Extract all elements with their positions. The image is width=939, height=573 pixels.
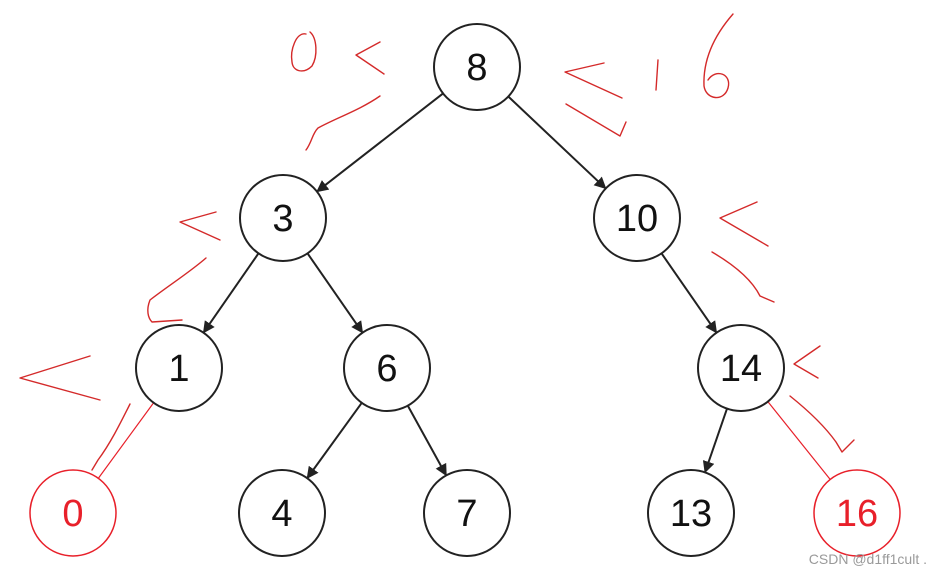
node-label: 1 [168,348,189,390]
edge-8-10 [507,95,607,190]
edge-8-3 [316,92,444,193]
scribble-root-right-one [655,59,659,91]
tree-node-7: 7 [423,469,511,557]
scribble-edge-8-10 [565,103,627,137]
tree-node-6: 6 [343,324,431,412]
edge-3-6 [306,252,364,334]
edges [97,92,831,480]
scribble-root-left-zero [290,31,317,72]
scribble-node-1-left [19,355,101,401]
node-label: 7 [456,493,477,535]
edge-14-16 [767,401,831,480]
edge-10-14 [660,252,718,334]
edge-1-0 [97,402,155,479]
scribble-edge-10-14 [711,251,775,303]
scribble-root-left-lt [355,41,385,75]
edge-14-13 [702,408,728,474]
tree-node-8: 8 [433,23,521,111]
node-label: 16 [836,493,878,535]
node-label: 3 [272,198,293,240]
node-circle [239,174,327,262]
tree-node-16: 16 [813,469,901,557]
scribble-edge-3-1 [147,257,207,323]
scribble-node-3-left [179,211,221,241]
node-label: 13 [670,493,712,535]
tree-node-3: 3 [239,174,327,262]
edge-6-4 [306,402,363,479]
node-circle [423,469,511,557]
edge-6-7 [406,405,447,477]
node-circle [29,469,117,557]
scribble-node-10-right [719,201,769,247]
tree-node-13: 13 [647,469,735,557]
node-circle [433,23,521,111]
edge-3-1 [202,252,260,334]
node-circle [135,324,223,412]
tree-node-14: 14 [697,324,785,412]
tree-node-1: 1 [135,324,223,412]
watermark: CSDN @d1ff1cult . [808,551,927,567]
scribble-edge-1-0 [91,403,131,471]
node-label: 6 [376,348,397,390]
node-circle [343,324,431,412]
node-label: 4 [271,493,292,535]
scribble-edge-8-3 [305,95,381,151]
scribble-root-right-lt [564,62,623,99]
scribble-node-14-right [793,345,821,379]
node-label: 14 [720,348,762,390]
node-circle [813,469,901,557]
node-circle [647,469,735,557]
annotation-scribbles [19,13,855,471]
node-label: 0 [62,493,83,535]
tree-node-0: 0 [29,469,117,557]
node-circle [697,324,785,412]
scribble-edge-14-16 [789,395,855,453]
tree-node-10: 10 [593,174,681,262]
node-label: 8 [466,47,487,89]
scribble-root-right-six [703,13,734,99]
node-circle [593,174,681,262]
node-circle [238,469,326,557]
node-label: 10 [616,198,658,240]
tree-node-4: 4 [238,469,326,557]
